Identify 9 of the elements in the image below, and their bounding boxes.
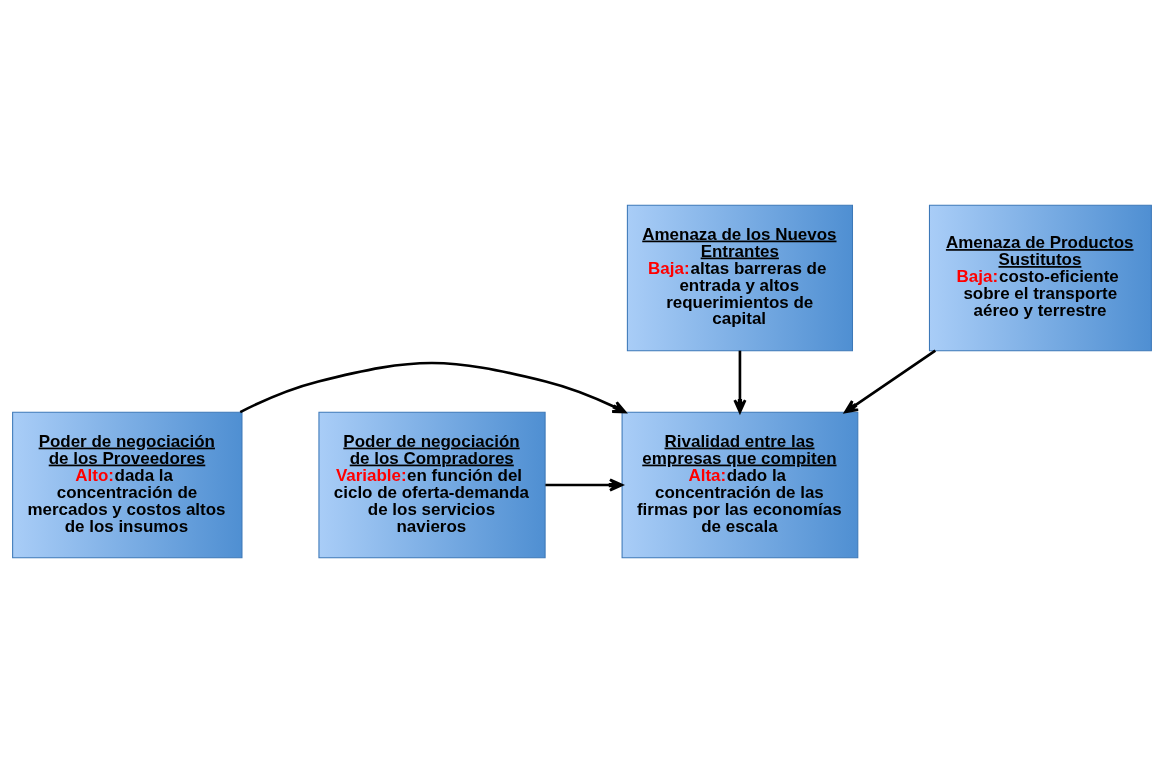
node-box: Rivalidad entre las empresas que compiten Alta:dado la concentración de las firmas por las economías de escala [621,411,859,559]
node-box: Amenaza de los Nuevos Entrantes Baja:altas barreras de entrada y altos requerimientos de capital [626,204,853,352]
arrow [733,350,747,414]
node-box: Amenaza de Productos Sustitutos Baja:costo-eficiente sobre el transporte aéreo y terrestre [928,204,1152,352]
arrow [239,361,627,414]
arrow [545,478,624,492]
node-box: Poder de negociación de los Compradores Variable:en función del ciclo de oferta-demanda de los servicios navieros [318,411,546,559]
arrow [844,349,937,414]
node-box: Poder de negociación de los Proveedores Alto:dada la concentración de mercados y costos altos de los insumos [12,411,243,559]
